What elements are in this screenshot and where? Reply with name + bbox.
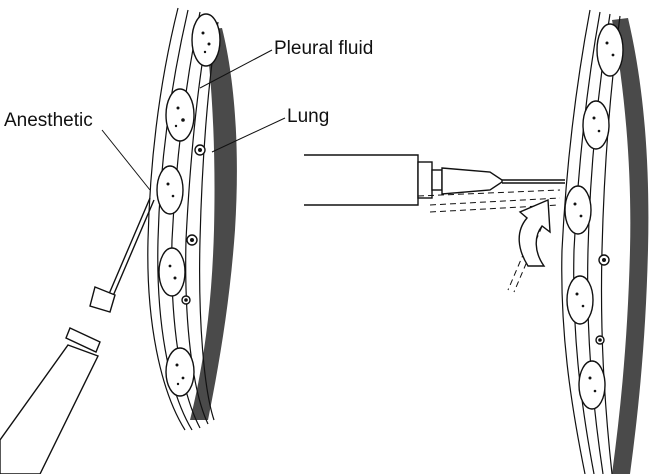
right-cell-dots <box>573 41 615 393</box>
left-panel <box>0 7 237 474</box>
right-syringe-flange <box>417 161 433 199</box>
redirect-arrow-icon <box>518 198 551 267</box>
anesthetic-leader <box>101 129 151 191</box>
anesthetic-label: Anesthetic <box>4 110 93 131</box>
left-syringe-needle <box>108 197 155 297</box>
right-lung-surface <box>612 18 649 474</box>
right-syringe-needle <box>502 179 565 184</box>
left-chest-wall <box>147 7 219 431</box>
left-syringe <box>0 197 155 474</box>
lung-leader <box>211 117 286 153</box>
right-syringe-hub <box>441 167 503 195</box>
left-lung-surface <box>190 28 237 420</box>
pleural-fluid-leader <box>199 49 273 89</box>
right-tissue-cells <box>564 23 624 410</box>
left-syringe-flange <box>65 327 101 353</box>
left-cell-dots <box>166 31 211 386</box>
left-syringe-hub <box>89 286 116 313</box>
left-tissue-cells <box>156 13 221 397</box>
right-panel <box>304 9 649 474</box>
pleural-fluid-label: Pleural fluid <box>274 38 374 59</box>
right-syringe-barrel <box>304 154 419 206</box>
label-leaders <box>101 49 286 191</box>
right-syringe-ring <box>431 169 443 191</box>
left-syringe-barrel <box>0 344 99 474</box>
right-syringe <box>304 154 565 206</box>
lung-label: Lung <box>287 106 330 127</box>
